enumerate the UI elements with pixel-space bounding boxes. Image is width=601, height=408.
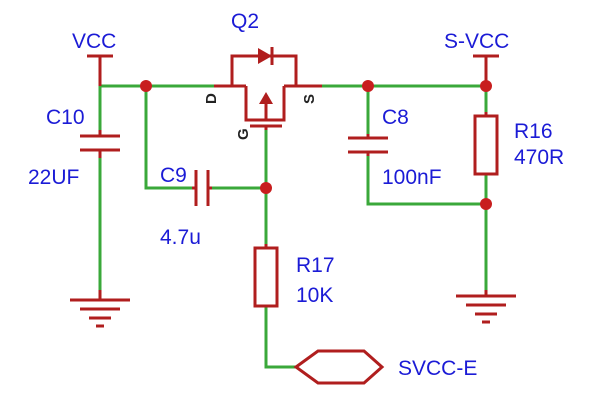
q2-pin-d-label: D: [203, 93, 220, 104]
c10-value-label: 22UF: [28, 166, 79, 189]
c8-capacitor: [348, 134, 388, 156]
c10-ref-label: C10: [46, 106, 85, 129]
wire-r17-bottom: [264, 304, 298, 369]
svcc-e-port: [293, 349, 385, 385]
q2-ref-label: Q2: [231, 10, 259, 33]
junction-dot: [260, 182, 272, 194]
c9-capacitor: [192, 170, 212, 206]
junction-dot: [140, 80, 152, 92]
q2-mosfet: [214, 47, 322, 130]
net-label-vcc: VCC: [72, 30, 116, 53]
q2-pin-g-label: G: [235, 128, 252, 140]
junction-dot: [362, 80, 374, 92]
net-label-svcc: S-VCC: [444, 30, 509, 53]
r16-resistor: [473, 112, 499, 176]
ground-right: [456, 290, 516, 324]
r16-ref-label: R16: [514, 120, 553, 143]
r17-ref-label: R17: [296, 254, 335, 277]
c8-ref-label: C8: [382, 106, 409, 129]
junction-dot: [480, 80, 492, 92]
c10-capacitor: [80, 130, 120, 158]
c9-value-label: 4.7u: [160, 226, 201, 249]
q2-pin-s-label: S: [301, 94, 318, 104]
c8-value-label: 100nF: [382, 166, 442, 189]
junctions: [140, 80, 492, 210]
net-label-svcc-e: SVCC-E: [398, 357, 477, 380]
c9-ref-label: C9: [160, 164, 187, 187]
r17-resistor: [253, 244, 279, 308]
wires: [98, 84, 488, 369]
wire-c8-bottom: [366, 150, 488, 206]
junction-dot: [480, 198, 492, 210]
r17-value-label: 10K: [296, 284, 333, 307]
wire-c9-left: [144, 84, 196, 190]
vcc-port: [87, 54, 113, 86]
r16-value-label: 470R: [514, 146, 564, 169]
ground-left: [70, 290, 130, 328]
